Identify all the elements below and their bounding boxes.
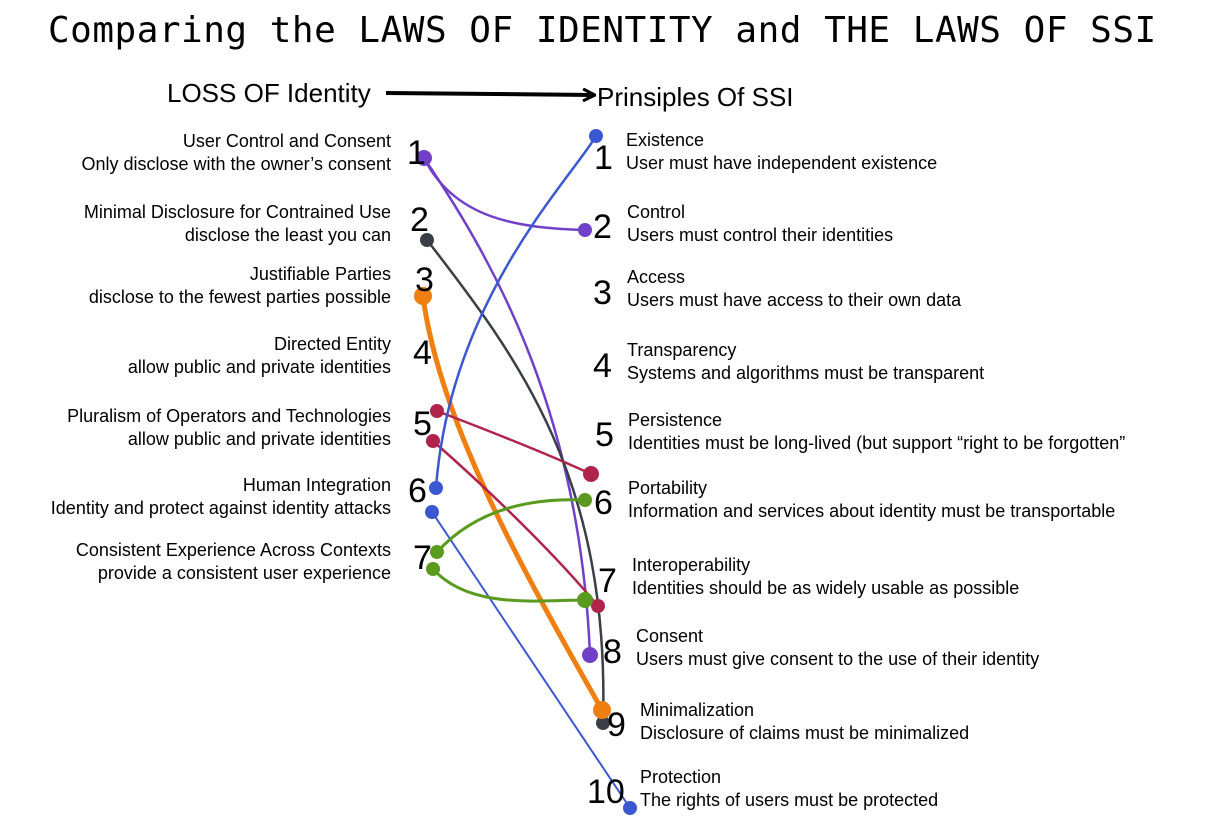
- node-dot: [589, 129, 603, 143]
- node-dot: [429, 481, 443, 495]
- link-l1-r8: [422, 157, 592, 656]
- principle-item-2: Control Users must control their identit…: [627, 201, 893, 247]
- law-number: 7: [413, 539, 432, 577]
- principle-title: Persistence: [628, 410, 723, 430]
- link-l2-r9: [426, 239, 605, 724]
- law-desc: Only disclose with the owner’s consent: [81, 154, 392, 174]
- page-title: Comparing the LAWS OF IDENTITY and THE L…: [48, 10, 1157, 51]
- principle-title: Existence: [626, 130, 705, 150]
- left-column-header: LOSS OF Identity: [167, 78, 371, 108]
- node-dot: [593, 701, 611, 719]
- principle-desc: User must have independent existence: [626, 153, 938, 173]
- node-dot: [420, 233, 434, 247]
- principle-desc: Identities should be as widely usable as…: [632, 578, 1020, 598]
- node-dot: [623, 801, 637, 815]
- node-dot: [430, 404, 444, 418]
- law-desc: provide a consistent user experience: [97, 563, 391, 583]
- principle-item-6: Portability Information and services abo…: [628, 477, 1115, 523]
- law-desc: allow public and private identities: [127, 357, 391, 377]
- principle-number: 4: [593, 347, 612, 385]
- principle-item-8: Consent Users must give consent to the u…: [636, 625, 1039, 671]
- principle-desc: Users must give consent to the use of th…: [636, 649, 1040, 669]
- law-number: 4: [413, 334, 432, 372]
- law-item-3: Justifiable Parties disclose to the fewe…: [89, 263, 391, 309]
- principle-title: Access: [627, 267, 686, 287]
- law-desc: disclose to the fewest parties possible: [88, 287, 391, 307]
- principle-number: 2: [593, 208, 612, 246]
- principle-number: 9: [607, 706, 626, 744]
- principle-title: Consent: [636, 626, 704, 646]
- header-arrow: [385, 93, 594, 95]
- law-item-5: Pluralism of Operators and Technologies …: [67, 405, 391, 451]
- principle-number: 3: [593, 274, 612, 312]
- law-item-7: Consistent Experience Across Contexts pr…: [76, 539, 391, 585]
- principle-number: 6: [594, 484, 613, 522]
- law-title: User Control and Consent: [182, 131, 391, 151]
- principle-desc: Information and services about identity …: [628, 501, 1116, 521]
- node-dot: [426, 562, 440, 576]
- law-number: 6: [408, 472, 427, 510]
- law-title: Consistent Experience Across Contexts: [75, 540, 391, 560]
- law-title: Pluralism of Operators and Technologies: [67, 406, 391, 426]
- principle-number: 10: [587, 773, 625, 811]
- principle-desc: Disclosure of claims must be minimalized: [640, 723, 970, 743]
- principle-item-10: Protection The rights of users must be p…: [640, 766, 938, 812]
- node-dot: [425, 505, 439, 519]
- principle-number: 1: [594, 139, 613, 177]
- law-item-2: Minimal Disclosure for Contrained Use di…: [84, 201, 391, 247]
- principle-title: Interoperability: [632, 555, 751, 575]
- principle-title: Protection: [640, 767, 722, 787]
- node-dot: [577, 592, 593, 608]
- law-number: 3: [415, 261, 434, 299]
- principle-item-4: Transparency Systems and algorithms must…: [627, 339, 984, 385]
- law-item-4: Directed Entity allow public and private…: [128, 333, 391, 379]
- law-title: Directed Entity: [273, 334, 391, 354]
- law-desc: Identity and protect against identity at…: [50, 498, 391, 518]
- node-dot: [578, 223, 592, 237]
- link-l6-r1: [434, 135, 598, 489]
- node-dot: [430, 545, 444, 559]
- link-l6-r10: [431, 511, 631, 809]
- link-l5-r7: [432, 440, 599, 607]
- principle-title: Transparency: [627, 340, 737, 360]
- node-dot: [414, 287, 432, 305]
- node-dot: [583, 466, 599, 482]
- principle-title: Control: [627, 202, 686, 222]
- principle-desc: Users must control their identities: [627, 225, 894, 245]
- law-title: Human Integration: [242, 475, 391, 495]
- law-item-6: Human Integration Identity and protect a…: [51, 474, 391, 520]
- principle-desc: Identities must be long-lived (but suppo…: [628, 433, 1126, 453]
- law-desc: disclose the least you can: [184, 225, 391, 245]
- principle-title: Minimalization: [640, 700, 755, 720]
- link-l7-r6: [435, 498, 586, 554]
- law-number: 1: [407, 134, 426, 172]
- node-dot: [591, 599, 605, 613]
- law-number: 5: [413, 405, 432, 443]
- principle-desc: Users must have access to their own data: [627, 290, 962, 310]
- law-title: Justifiable Parties: [249, 264, 391, 284]
- node-dot: [596, 716, 610, 730]
- principle-number: 8: [603, 633, 622, 671]
- principle-desc: The rights of users must be protected: [640, 790, 939, 810]
- principle-desc: Systems and algorithms must be transpare…: [627, 363, 985, 383]
- link-l7-r7: [431, 567, 586, 603]
- law-desc: allow public and private identities: [127, 429, 391, 449]
- node-dot: [582, 647, 598, 663]
- law-title: Minimal Disclosure for Contrained Use: [83, 202, 391, 222]
- principle-number: 5: [595, 416, 614, 454]
- law-item-1: User Control and Consent Only disclose w…: [82, 130, 392, 176]
- principle-item-5: Persistence Identities must be long-live…: [628, 409, 1125, 455]
- link-l5-r5: [436, 409, 592, 476]
- principle-item-7: Interoperability Identities should be as…: [632, 554, 1019, 600]
- principle-item-1: Existence User must have independent exi…: [626, 129, 937, 175]
- principle-title: Portability: [628, 478, 708, 498]
- node-dot: [426, 434, 440, 448]
- principle-item-9: Minimalization Disclosure of claims must…: [640, 699, 969, 745]
- law-number: 2: [410, 201, 429, 239]
- principle-number: 7: [598, 562, 617, 600]
- principle-item-3: Access Users must have access to their o…: [627, 266, 961, 312]
- right-column-header: Prinsiples Of SSI: [597, 82, 794, 112]
- node-dot: [578, 493, 592, 507]
